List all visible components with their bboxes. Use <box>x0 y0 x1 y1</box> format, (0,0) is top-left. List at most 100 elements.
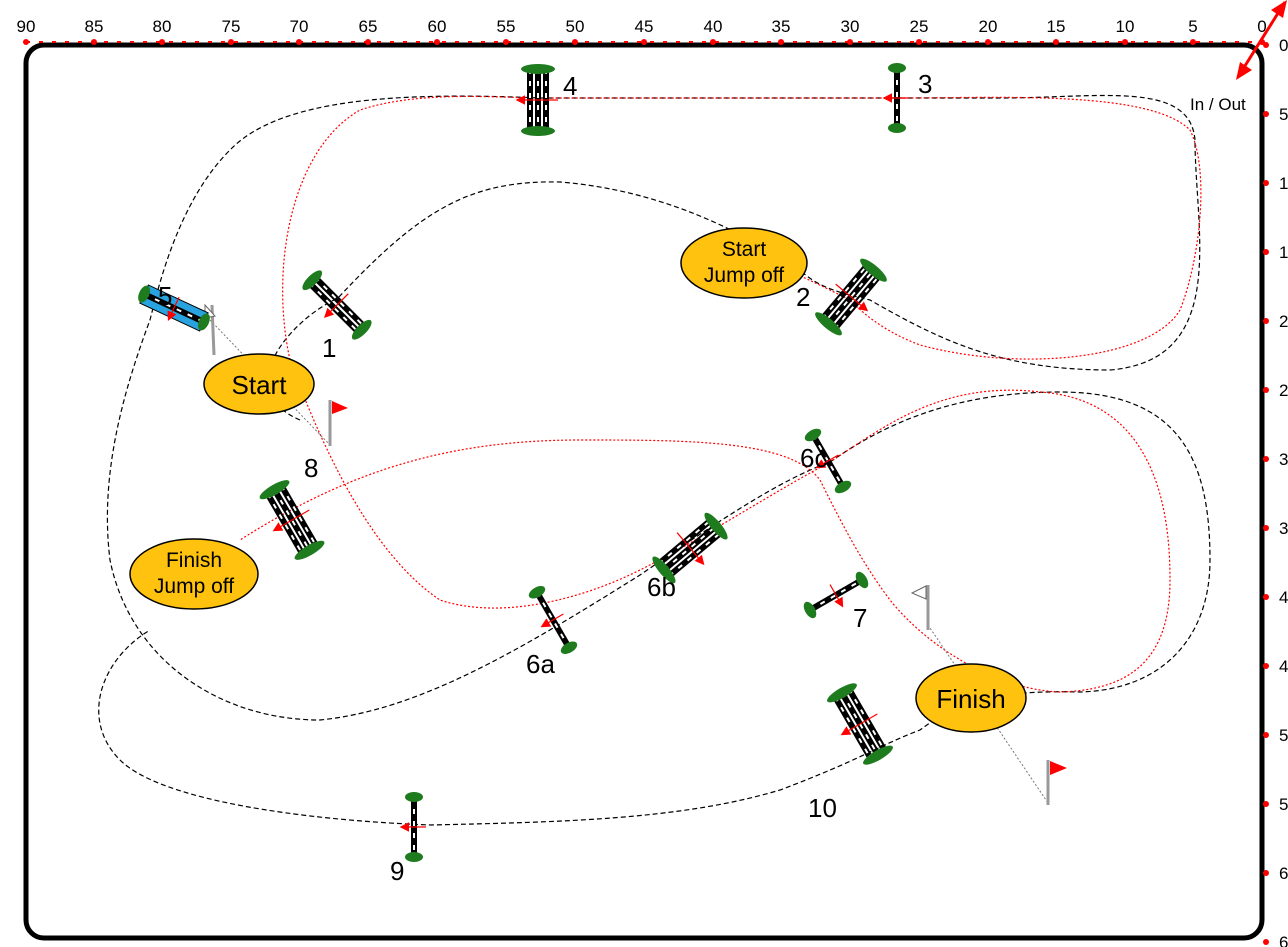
ruler-tick-dot <box>1263 456 1269 462</box>
ruler-tick-dot <box>1263 318 1269 324</box>
start-line <box>204 303 348 446</box>
ruler-tick-dot <box>1263 801 1269 807</box>
start-station: Start <box>203 353 315 415</box>
fence-6a <box>528 586 578 654</box>
ruler-tick-label: 50 <box>1279 726 1288 745</box>
ruler-tick-label: 70 <box>290 17 309 36</box>
ruler-tick-dot <box>1190 39 1196 45</box>
ruler-tick-label: 15 <box>1047 17 1066 36</box>
fence-label-4: 4 <box>563 71 577 101</box>
ruler-tick-label: 0 <box>1257 17 1266 36</box>
ruler-tick-label: 40 <box>1279 588 1288 607</box>
fence-4 <box>515 64 558 136</box>
fence-label-6c: 6c <box>800 443 827 473</box>
ruler-tick-label: 85 <box>85 17 104 36</box>
fence-label-6b: 6b <box>647 572 676 602</box>
start-jumpoff-station: Start Jump off <box>680 227 808 299</box>
route-main <box>98 94 1211 826</box>
ruler-tick-dot <box>434 39 440 45</box>
ruler-tick-label: 20 <box>1279 312 1288 331</box>
ruler-tick-dot <box>1122 39 1128 45</box>
route-jumpoff <box>239 95 1202 693</box>
fence-10 <box>827 683 893 765</box>
finish-jumpoff-station: Finish Jump off <box>129 538 259 610</box>
ruler-tick-dot <box>1263 870 1269 876</box>
red-flag-icon <box>1050 761 1067 775</box>
fence-label-2: 2 <box>796 282 810 312</box>
ruler-tick-label: 45 <box>1279 657 1288 676</box>
ruler-tick-label: 60 <box>428 17 447 36</box>
fence-label-3: 3 <box>918 69 932 99</box>
fence-8 <box>259 480 325 560</box>
ruler-tick-label: 10 <box>1116 17 1135 36</box>
fence-label-7: 7 <box>853 603 867 633</box>
red-flag-icon <box>332 401 348 414</box>
ruler-tick-label: 25 <box>1279 381 1288 400</box>
fence-2 <box>815 258 887 336</box>
fence-label-5: 5 <box>158 281 172 311</box>
ruler-tick-dot <box>1263 42 1269 48</box>
fence-label-8: 8 <box>304 453 318 483</box>
ruler-tick-dot <box>1263 111 1269 117</box>
ruler-tick-label: 35 <box>1279 519 1288 538</box>
right-ruler: 05101520253035404550556065 <box>1263 36 1288 947</box>
ruler-tick-label: 90 <box>17 17 36 36</box>
fence-label-9: 9 <box>390 856 404 886</box>
arena-border <box>23 42 1265 941</box>
ruler-tick-dot <box>365 39 371 45</box>
finish-label: Finish <box>936 684 1005 714</box>
ruler-tick-label: 45 <box>635 17 654 36</box>
ruler-tick-dot <box>985 39 991 45</box>
ruler-tick-dot <box>1263 180 1269 186</box>
fence-5 <box>138 284 210 332</box>
ruler-tick-dot <box>778 39 784 45</box>
ruler-tick-label: 40 <box>704 17 723 36</box>
ruler-tick-dot <box>916 39 922 45</box>
ruler-tick-dot <box>710 39 716 45</box>
white-flag-icon <box>910 585 927 600</box>
fence-label-10: 10 <box>808 793 837 823</box>
ruler-tick-dot <box>503 39 509 45</box>
ruler-tick-label: 50 <box>566 17 585 36</box>
finish-jumpoff-line1: Finish <box>166 549 222 572</box>
ruler-tick-label: 55 <box>1279 795 1288 814</box>
ruler-tick-label: 5 <box>1279 105 1288 124</box>
fence-6b <box>652 512 728 584</box>
ruler-tick-dot <box>641 39 647 45</box>
ruler-tick-label: 5 <box>1188 17 1197 36</box>
ruler-tick-dot <box>296 39 302 45</box>
ruler-tick-dot <box>91 39 97 45</box>
ruler-tick-dot <box>1263 732 1269 738</box>
ruler-tick-dot <box>1263 249 1269 255</box>
fence-label-6a: 6a <box>526 649 555 679</box>
finish-station: Finish <box>915 663 1027 733</box>
ruler-tick-label: 55 <box>497 17 516 36</box>
ruler-tick-label: 20 <box>979 17 998 36</box>
fence-7 <box>803 571 869 619</box>
fence-label-1: 1 <box>322 333 336 363</box>
fence-9 <box>399 792 426 862</box>
ruler-tick-label: 65 <box>359 17 378 36</box>
ruler-tick-dot <box>572 39 578 45</box>
ruler-tick-label: 65 <box>1279 933 1288 947</box>
fence-1 <box>302 270 372 340</box>
ruler-tick-label: 10 <box>1279 174 1288 193</box>
ruler-tick-dot <box>1263 939 1269 945</box>
ruler-tick-label: 0 <box>1279 36 1288 55</box>
finish-jumpoff-line2: Jump off <box>154 575 234 598</box>
ruler-tick-label: 25 <box>910 17 929 36</box>
fence-3 <box>882 63 909 133</box>
start-jumpoff-line2: Jump off <box>704 264 784 287</box>
ruler-tick-dot <box>1263 663 1269 669</box>
ruler-tick-dot <box>228 39 234 45</box>
start-jumpoff-line1: Start <box>722 238 767 261</box>
ruler-tick-label: 80 <box>153 17 172 36</box>
ruler-tick-label: 35 <box>772 17 791 36</box>
fence-6c <box>804 428 852 494</box>
ruler-tick-label: 75 <box>222 17 241 36</box>
ruler-tick-dot <box>1263 525 1269 531</box>
ruler-tick-dot <box>1263 594 1269 600</box>
ruler-tick-label: 15 <box>1279 243 1288 262</box>
